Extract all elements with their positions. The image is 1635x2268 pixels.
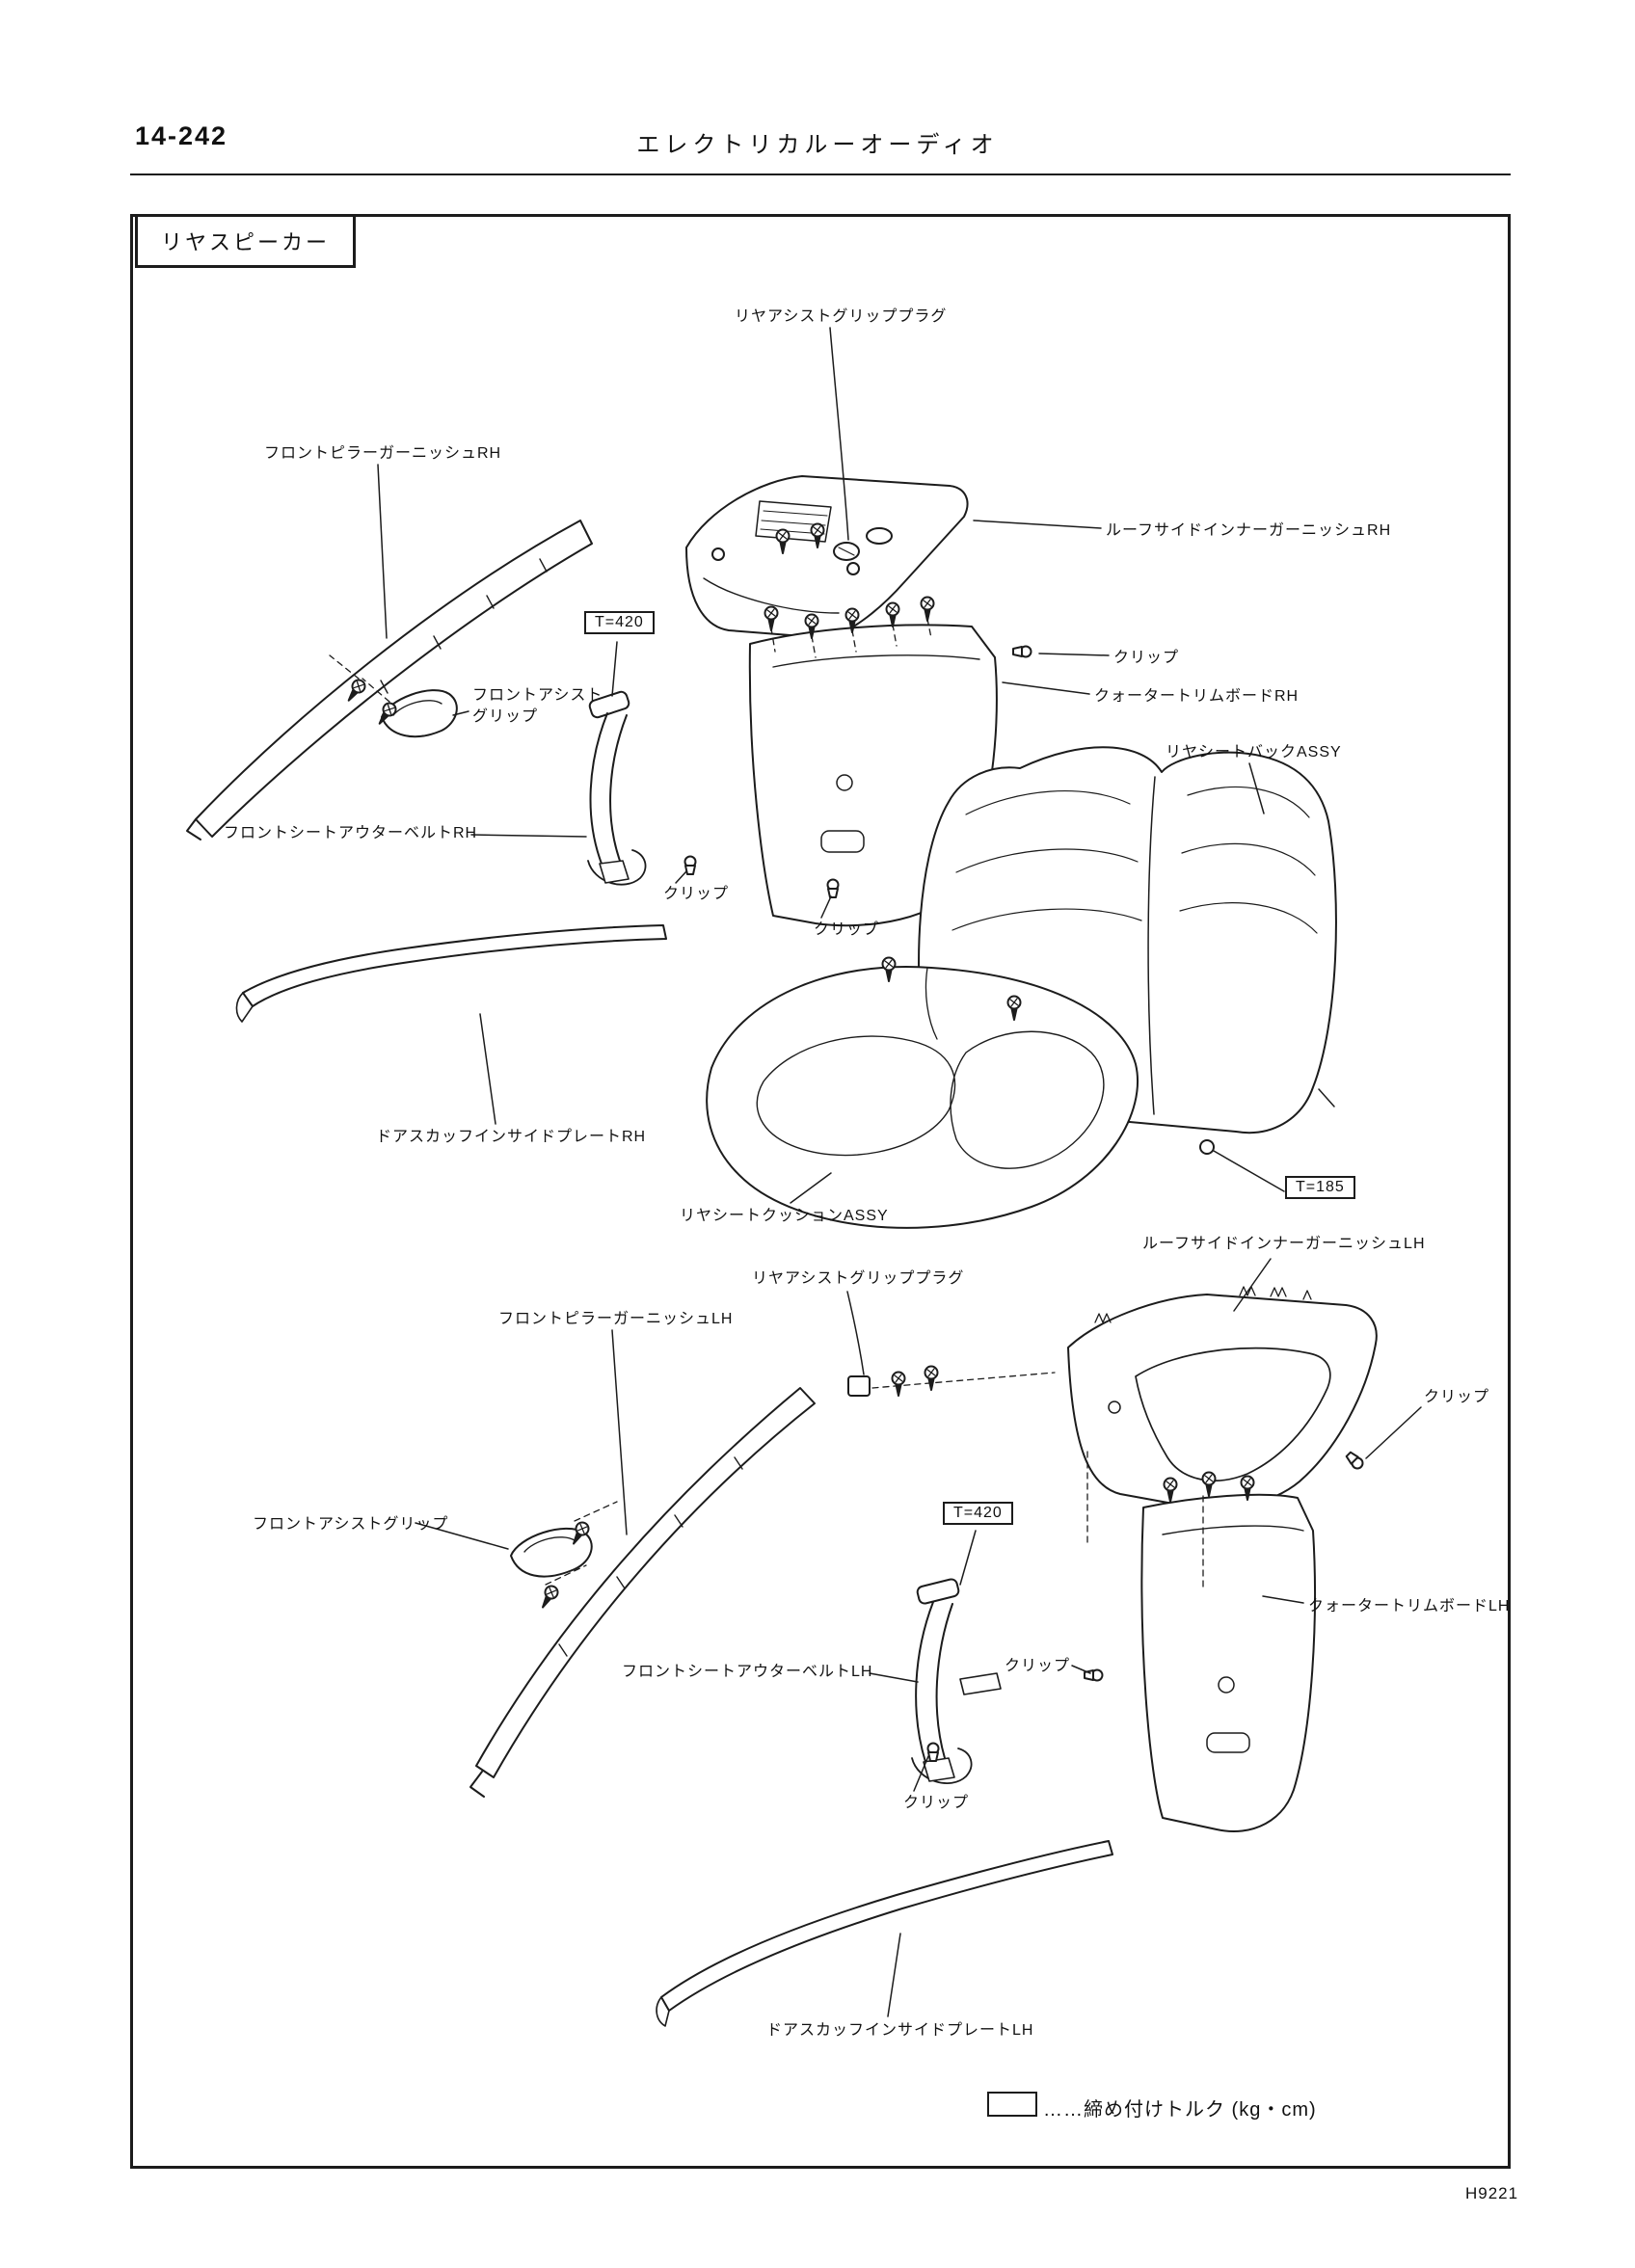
door-scuff-plate-rh-art [235,924,667,1023]
torque-box: T=420 [943,1502,1013,1525]
torque-legend-label: ……締め付けトルク (kg・cm) [1043,2099,1317,2121]
rear-seat-cushion-art [706,966,1139,1229]
diagram-title: リヤスピーカー [135,214,357,268]
leader-lines [377,327,1422,2017]
door-scuff-plate-lh-art [656,1840,1113,2027]
part-label: フロントアシストグリップ [253,1516,449,1533]
part-label: フロントピラーガーニッシュRH [264,445,502,462]
part-label: ルーフサイドインナーガーニッシュRH [1106,522,1392,539]
front-assist-grip-lh-art [510,1527,593,1578]
quarter-trim-board-lh-art [1140,1493,1316,1832]
part-label: クリップ [814,921,880,938]
roof-side-inner-garnish-rh-art [685,475,969,639]
page-number: 14-242 [135,121,228,150]
part-label: クリップ [663,886,730,902]
part-label: クリップ [1113,650,1180,666]
part-label: クリップ [1005,1658,1071,1674]
torque-box: T=185 [1285,1176,1355,1199]
part-label: クリップ [1424,1389,1490,1405]
part-label: ドアスカッフインサイドプレートRH [376,1129,647,1145]
part-label: クォータートリムボードLH [1308,1598,1511,1614]
part-label: ドアスカッフインサイドプレートLH [766,2022,1034,2039]
part-label: リヤアシストグリッププラグ [752,1270,965,1287]
front-pillar-garnish-rh-art [186,520,593,840]
rear-assist-grip-plug-rh-art [833,542,860,561]
part-label: フロントピラーガーニッシュLH [498,1311,734,1327]
part-label: リヤアシストグリッププラグ [735,308,948,325]
front-assist-grip-rh-art [381,689,458,738]
torque-box: T=420 [584,611,655,634]
front-pillar-garnish-lh-art [469,1387,816,1798]
roof-side-inner-garnish-lh-art [1067,1286,1378,1509]
part-label: フロントシートアウターベルトLH [622,1664,873,1680]
part-label: フロントシートアウターベルトRH [224,825,478,841]
part-label: クリップ [903,1795,970,1811]
assembly-dashed-lines [329,618,1204,1588]
part-label: クォータートリムボードRH [1094,688,1300,705]
part-label: リヤシートバックASSY [1166,744,1342,760]
chapter-title: エレクトリカルーオーディオ [636,132,999,158]
torque-legend-box [987,2092,1037,2117]
front-seat-outer-belt-rh-art [587,690,647,886]
diagram-frame [130,214,1511,2169]
rear-assist-grip-plug-lh-art [847,1375,871,1397]
part-label: ルーフサイドインナーガーニッシュLH [1142,1236,1426,1252]
header-rule [130,173,1511,175]
part-label: リヤシートクッションASSY [680,1208,889,1224]
part-label: フロントアシスト グリップ [472,687,603,726]
front-seat-outer-belt-lh-art [911,1578,1002,1784]
figure-code: H9221 [1465,2184,1519,2202]
